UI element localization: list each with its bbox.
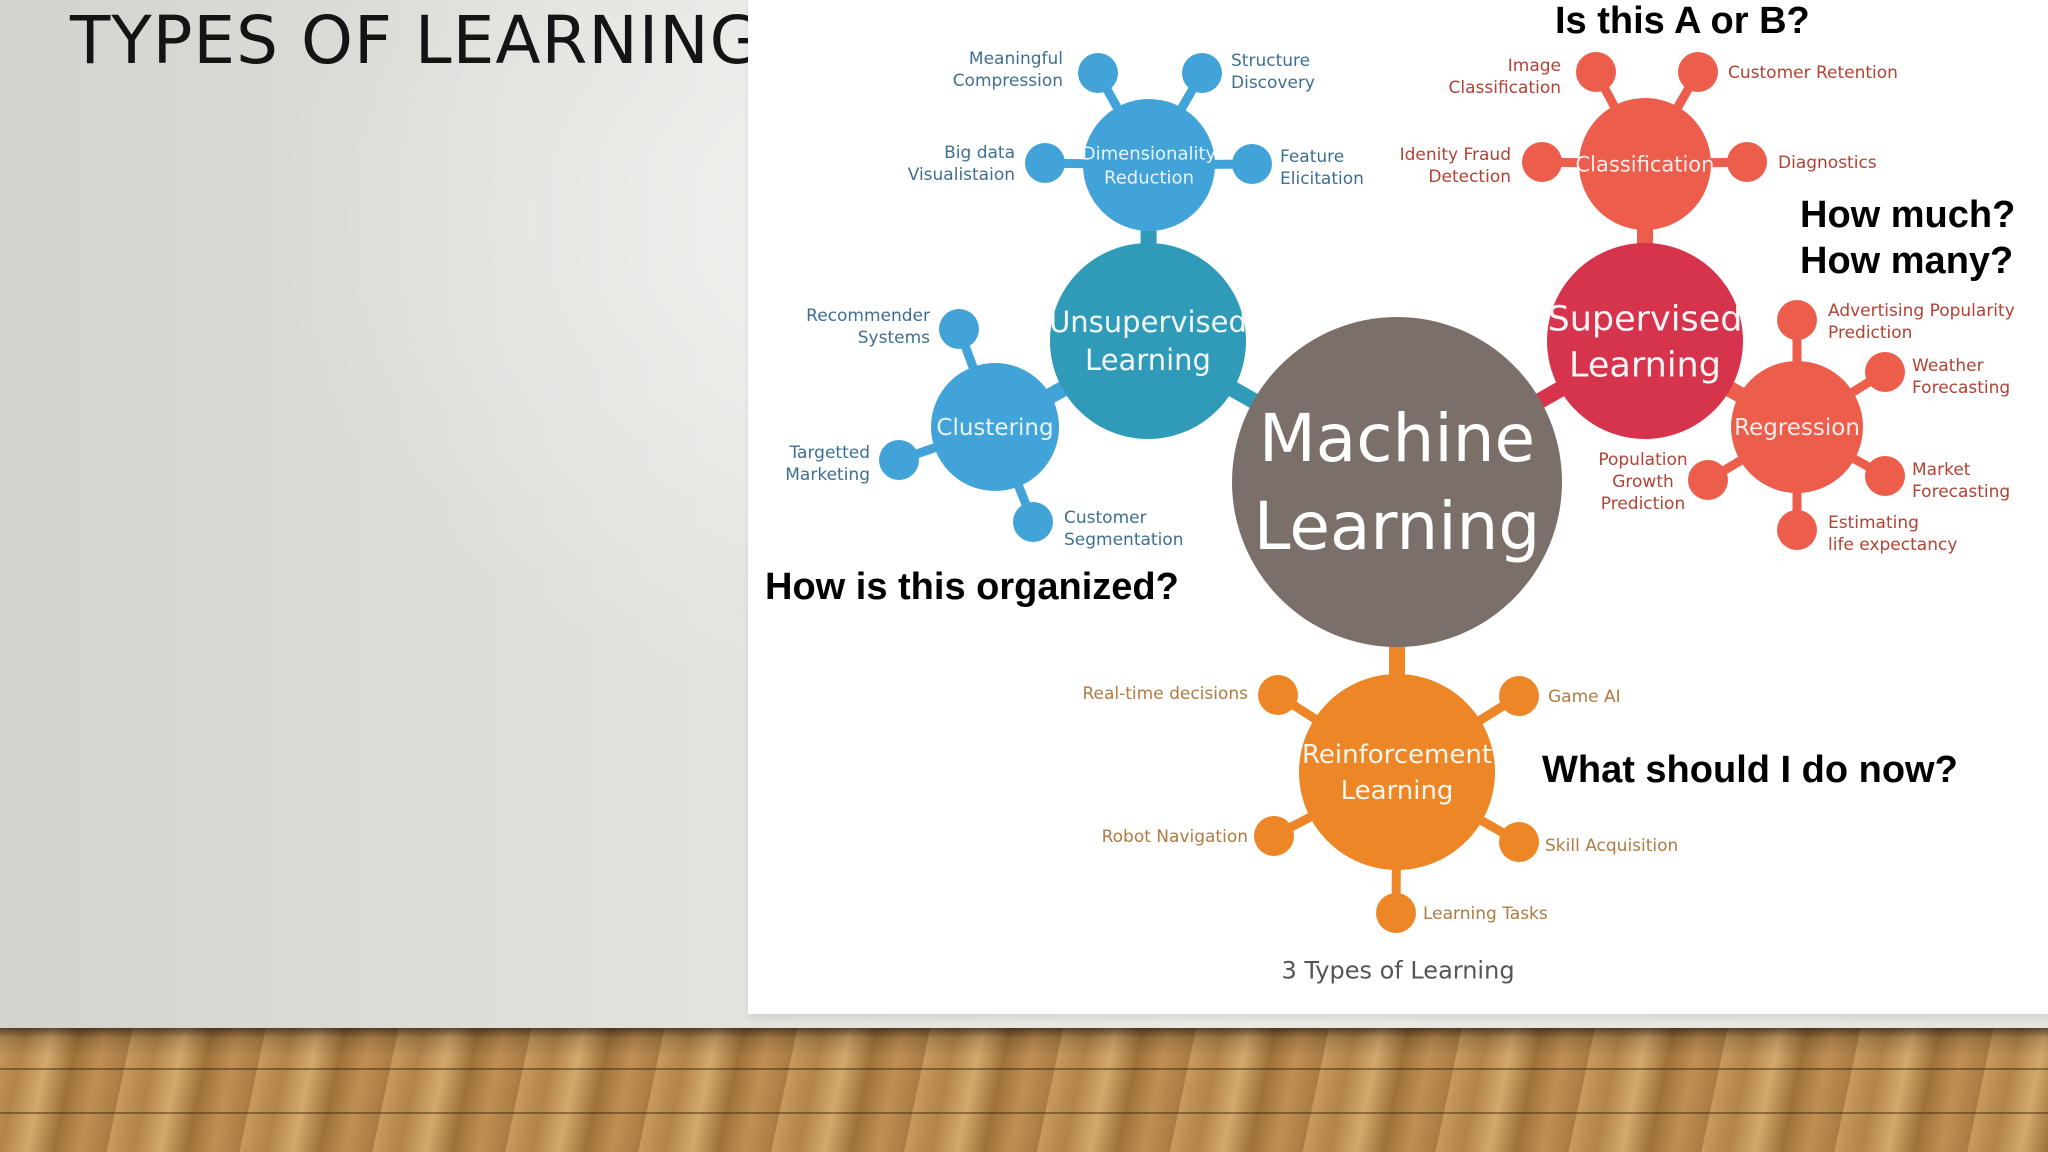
reinforcement-leaf-node bbox=[1499, 822, 1539, 862]
classification-leaf-node bbox=[1678, 52, 1718, 92]
clustering-leaf-node bbox=[1013, 502, 1053, 542]
floor-seam bbox=[0, 1068, 2048, 1070]
classification-label: Classification bbox=[1576, 152, 1715, 176]
reinforcement-leaf-node bbox=[1499, 676, 1539, 716]
question-how-many: How many? bbox=[1800, 238, 2013, 284]
regression-leaf-node bbox=[1777, 300, 1817, 340]
diagram-caption: 3 Types of Learning bbox=[1281, 956, 1514, 984]
dimensionality-leaf-node bbox=[1078, 53, 1118, 93]
reinforcement-leaf-node bbox=[1258, 675, 1298, 715]
unsupervised-hub bbox=[1050, 243, 1246, 439]
floor-seam bbox=[0, 1112, 2048, 1114]
clustering-leaf-node bbox=[939, 309, 979, 349]
reinforcement-leaf-label: Robot Navigation bbox=[1102, 827, 1248, 847]
machine-learning-hub bbox=[1232, 317, 1562, 647]
classification-leaf-label: Customer Retention bbox=[1728, 63, 1898, 83]
reinforcement-hub bbox=[1299, 674, 1495, 870]
question-classification: Is this A or B? bbox=[1555, 0, 1810, 44]
regression-label: Regression bbox=[1734, 415, 1860, 441]
classification-leaf-label: Diagnostics bbox=[1778, 153, 1877, 173]
regression-leaf-node bbox=[1688, 460, 1728, 500]
reinforcement-leaf-label: Skill Acquisition bbox=[1545, 836, 1678, 856]
question-how-much: How much? bbox=[1800, 192, 2015, 238]
slide-title: TYPES OF LEARNING bbox=[70, 2, 762, 79]
reinforcement-leaf-label: Game AI bbox=[1548, 687, 1621, 707]
regression-leaf-node bbox=[1777, 510, 1817, 550]
clustering-label: Clustering bbox=[936, 415, 1053, 441]
regression-leaf-node bbox=[1865, 352, 1905, 392]
question-unsupervised: How is this organized? bbox=[765, 564, 1179, 610]
dimensionality-leaf-node bbox=[1232, 144, 1272, 184]
supervised-hub bbox=[1547, 243, 1743, 439]
clustering-leaf-node bbox=[879, 440, 919, 480]
classification-leaf-node bbox=[1576, 52, 1616, 92]
regression-leaf-node bbox=[1865, 456, 1905, 496]
dimensionality-leaf-node bbox=[1025, 143, 1065, 183]
classification-leaf-node bbox=[1727, 142, 1767, 182]
reinforcement-leaf-node bbox=[1254, 816, 1294, 856]
classification-leaf-node bbox=[1522, 142, 1562, 182]
reinforcement-leaf-node bbox=[1376, 893, 1416, 933]
reinforcement-leaf-label: Learning Tasks bbox=[1423, 904, 1548, 924]
wooden-floor bbox=[0, 1028, 2048, 1152]
reinforcement-leaf-label: Real-time decisions bbox=[1082, 684, 1248, 704]
question-reinforcement: What should I do now? bbox=[1542, 747, 1958, 793]
dimensionality-hub bbox=[1083, 99, 1215, 231]
dimensionality-leaf-node bbox=[1182, 53, 1222, 93]
